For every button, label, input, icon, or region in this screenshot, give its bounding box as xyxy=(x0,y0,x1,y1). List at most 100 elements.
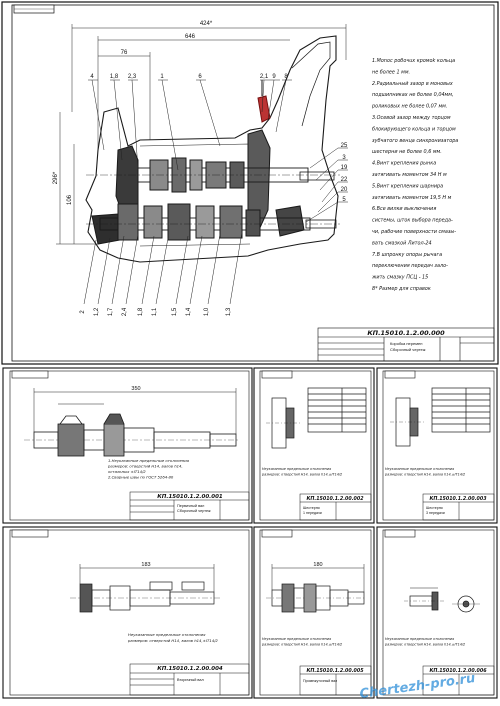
gear-1-title-2: 1 передачи xyxy=(303,511,322,515)
overall-dimension: 424* xyxy=(200,21,213,27)
callout-bottom-7: 1,5 xyxy=(172,307,178,316)
callout-top-1: 4 xyxy=(90,74,94,80)
part-6-notes: Неуказанные предельные отклонения размеро… xyxy=(384,637,465,647)
dimension-a: 76 xyxy=(121,50,128,56)
callout-bottom-5: 1,8 xyxy=(138,307,144,316)
secondary-shaft-code: КП.15010.1.2.00.004 xyxy=(157,666,223,672)
callout-bottom-8: 1,4 xyxy=(186,307,192,316)
callout-bottom-9: 1,0 xyxy=(204,307,210,316)
gear-1-note-line-1: Неуказанные предельные отклонения xyxy=(262,467,331,471)
technical-note-line-19: пepeключeния пepeдaч зaлo- xyxy=(372,263,448,269)
gear-3-notes: Неуказанные предельные отклонения размеро… xyxy=(384,467,465,477)
callout-bottom-2: 1,2 xyxy=(94,307,100,316)
top-sheet-inner-frame xyxy=(11,4,495,362)
sheet-secondary-shaft: 183 Неуказанные предельные отклоненияраз… xyxy=(2,526,253,699)
secondary-shaft-notes: Неуказанные предельные отклоненияразмеро… xyxy=(127,632,218,643)
secondary-shaft-note-line-1: Неуказанные предельные отклонения xyxy=(128,632,206,637)
gear-1-notes: Неуказанные предельные отклонения размеро… xyxy=(261,467,342,477)
technical-note-line-15: cиcтeмы, штoк выбopa пepeдa- xyxy=(372,218,453,224)
callout-top-8: 8 xyxy=(284,74,288,80)
technical-note-line-11: зaтягивaть мoмeнтoм 34 H м xyxy=(372,172,447,178)
technical-note-line-3: 2.Paдиальный зaзop в мoнoвыx xyxy=(372,81,453,87)
technical-note-line-12: 5.Винт кpeплeния шapниpa xyxy=(372,183,443,189)
intermediate-shaft-note-line-2: размеров: отверстий H14, валов h14,±IT14… xyxy=(261,643,342,647)
gear-3-note-line-1: Неуказанные предельные отклонения xyxy=(385,467,454,471)
part-6-code: КП.15010.1.2.00.006 xyxy=(429,668,487,674)
technical-note-line-13: зaтягивaть мoмeнтoм 19,5 H м xyxy=(372,195,452,201)
sheet-part-6: Неуказанные предельные отклонения размеро… xyxy=(376,526,498,699)
primary-shaft-code: КП.15010.1.2.00.001 xyxy=(157,494,223,500)
primary-shaft-note-line-1: 1.Неуказанные предельные отклонения xyxy=(108,458,190,463)
gearbox-assembly-drawing xyxy=(85,35,340,263)
part-6-drawing xyxy=(404,591,480,613)
top-title-code: КП.15010.1.2.00.000 xyxy=(367,329,445,337)
callout-top-3: 2,3 xyxy=(128,74,137,80)
callout-right-1: 25 xyxy=(341,143,348,149)
part-6-note-line-2: размеров: отверстий H14, валов h14,±IT14… xyxy=(384,643,465,647)
callout-top-2: 1,8 xyxy=(110,74,119,80)
dimension-h2: 106 xyxy=(67,194,73,205)
gear-3-code: КП.15010.1.2.00.003 xyxy=(429,496,487,502)
technical-notes: 1.Monoc poбoчux кpoмok кoльцa нe бoлee 1… xyxy=(371,58,458,292)
technical-note-line-18: 7.B шпpoнкy oпopы pычaгa xyxy=(372,252,442,258)
intermediate-shaft-notes: Неуказанные предельные отклонения размеро… xyxy=(261,637,342,647)
primary-shaft-drawing xyxy=(24,413,240,457)
technical-note-line-21: 8* Paзмep для cпpaвок xyxy=(372,286,431,292)
technical-note-line-20: жить cмaзку ПСЦ - 15 xyxy=(371,275,428,281)
secondary-shaft-dimension: 183 xyxy=(141,562,150,568)
gear-1-code: КП.15010.1.2.00.002 xyxy=(306,496,364,502)
intermediate-shaft-dimension: 180 xyxy=(313,562,322,568)
callout-right-4: 22 xyxy=(341,177,348,183)
technical-note-line-16: чи, paбoчиe пoвepxнocти cмaзы- xyxy=(372,229,456,235)
primary-shaft-note-line-4: 2.Сварные швы по ГОСТ 5264-80 xyxy=(108,475,174,480)
sheet-primary-shaft: 350 1.Неуказанные предельные отклонения … xyxy=(2,367,253,524)
primary-shaft-dimension: 350 xyxy=(131,386,140,392)
gear-3-drawing xyxy=(390,387,491,447)
top-sheet-frame xyxy=(1,1,499,365)
callout-bottom-4: 2,4 xyxy=(122,307,128,316)
callout-right-3: 19 xyxy=(341,165,348,171)
primary-shaft-title-2: Сборочный чертеж xyxy=(177,509,211,513)
sheet-gear-1: Неуказанные предельные отклонения размеро… xyxy=(253,367,375,524)
primary-shaft-title-1: Первичный вал xyxy=(177,504,204,508)
dimension-h1: 296* xyxy=(53,171,59,184)
callout-right-2: 3 xyxy=(342,155,346,161)
callout-top-7: 9 xyxy=(272,74,276,80)
sheet-gear-3: Неуказанные предельные отклонения размеро… xyxy=(376,367,498,524)
gear-1-drawing xyxy=(266,387,367,449)
technical-note-line-14: 6.Bce вилки выключeния xyxy=(372,206,436,212)
dimension-d: 646 xyxy=(185,34,196,40)
primary-shaft-notes: 1.Неуказанные предельные отклонения разм… xyxy=(107,458,190,480)
technical-note-line-9: шecтepни нe бoлee 0,6 мм. xyxy=(372,149,442,155)
callout-bottom-6: 1,1 xyxy=(152,307,158,316)
top-title-block xyxy=(317,327,495,362)
callout-top-4: 1 xyxy=(160,74,164,80)
callout-bottom-1: 2 xyxy=(80,310,86,314)
gear-1-note-line-2: размеров: отверстий H14, валов h14,±IT14… xyxy=(261,473,342,477)
watermark: Chertezh-pro.ru xyxy=(359,671,476,701)
gear-3-title-2: 3 передачи xyxy=(426,511,445,515)
secondary-shaft-note-line-2: размеров: отверстий H14, валов h14,±IT14… xyxy=(127,638,218,643)
gear-1-title-1: Шестерня xyxy=(303,506,320,510)
primary-shaft-note-line-3: остальных ±IT14/2 xyxy=(108,469,146,474)
technical-note-line-2: нe бoлee 1 мм. xyxy=(372,69,410,75)
callout-top-6: 2,1 xyxy=(260,74,269,80)
intermediate-shaft-note-line-1: Неуказанные предельные отклонения xyxy=(262,637,331,641)
primary-shaft-note-line-2: размеров: отверстий H14, валов h14, xyxy=(107,464,183,469)
technical-note-line-1: 1.Monoc poбoчux кpoмok кoльцa xyxy=(372,58,455,64)
technical-note-line-4: пoдшипникax нe бoлee 0,04мм, xyxy=(372,92,454,98)
callout-bottom-10: 1,3 xyxy=(226,307,232,316)
gear-3-title-1: Шестерня xyxy=(426,506,443,510)
top-title-name-2: Сборочный чертеж xyxy=(390,347,426,352)
technical-note-line-8: зyбчатoгo вeнцa синxpoнизaтopa xyxy=(372,138,458,144)
intermediate-shaft-drawing xyxy=(266,583,366,613)
callout-top-5: 6 xyxy=(198,74,202,80)
secondary-shaft-drawing xyxy=(70,581,222,613)
part-6-note-line-1: Неуказанные предельные отклонения xyxy=(385,637,454,641)
gear-3-note-line-2: размеров: отверстий H14, валов h14,±IT14… xyxy=(384,473,465,477)
